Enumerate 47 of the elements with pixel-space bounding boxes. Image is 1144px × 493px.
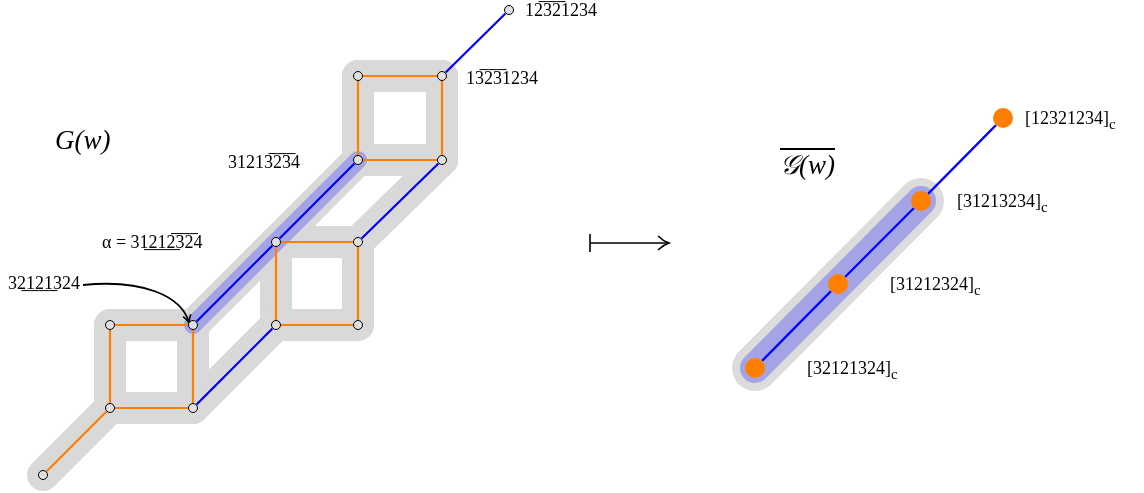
graph-edge bbox=[108, 330, 112, 403]
vertex-label: α = 31̲2̲1̲2̲̅3̅2̅4 bbox=[102, 232, 203, 252]
graph-edge bbox=[281, 323, 353, 327]
vertex-circle bbox=[504, 5, 514, 15]
filled-vertex bbox=[993, 108, 1013, 128]
graph-edge bbox=[360, 162, 440, 240]
vertex-label: [31213234]$_{c}$ bbox=[957, 191, 1048, 217]
vertex-circle bbox=[105, 403, 115, 413]
graph-edge bbox=[844, 207, 915, 278]
vertex-circle bbox=[353, 71, 363, 81]
vertex-circle bbox=[353, 320, 363, 330]
graph-edge bbox=[274, 247, 278, 320]
graph-edge bbox=[363, 74, 437, 78]
vertex-circle bbox=[188, 403, 198, 413]
graph-edge bbox=[115, 406, 188, 410]
vertex-label: 31213̅2̅3̅4 bbox=[228, 152, 300, 172]
vertex-label: [32121324]$_{c}$ bbox=[807, 358, 898, 384]
vertex-circle bbox=[188, 320, 198, 330]
graph-edge bbox=[191, 330, 195, 403]
vertex-circle bbox=[437, 155, 447, 165]
vertex-label: [31212324]$_{c}$ bbox=[890, 274, 981, 300]
vertex-circle bbox=[353, 237, 363, 247]
graph-title: 𝒢(w) bbox=[780, 150, 835, 180]
vertex-circle bbox=[38, 470, 48, 480]
graph-edge bbox=[356, 81, 360, 155]
graph-edge bbox=[356, 247, 360, 320]
vertex-label: 13̅2̅3̅1234 bbox=[466, 68, 538, 88]
vertex-label: 32̲1̲2̲1̲324 bbox=[8, 273, 80, 293]
graph-title: G(w) bbox=[55, 125, 111, 155]
vertex-label: 12̅3̅2̅1234 bbox=[525, 0, 597, 20]
graph-edge bbox=[440, 81, 444, 155]
graph-edge bbox=[363, 158, 437, 162]
vertex-circle bbox=[271, 320, 281, 330]
vertex-circle bbox=[105, 320, 115, 330]
graph-edge bbox=[195, 244, 274, 323]
graph-edge bbox=[115, 323, 188, 327]
graph-edge bbox=[927, 124, 997, 195]
graph-edge bbox=[444, 12, 507, 74]
graph-edge bbox=[278, 162, 356, 240]
graph-edge bbox=[45, 410, 108, 473]
vertex-circle bbox=[271, 237, 281, 247]
graph-edge bbox=[761, 290, 832, 362]
graph-edge bbox=[195, 327, 274, 406]
vertex-label: [12321234]$_{c}$ bbox=[1025, 108, 1116, 134]
vertex-circle bbox=[437, 71, 447, 81]
vertex-circle bbox=[353, 155, 363, 165]
graph-edge bbox=[281, 240, 353, 244]
